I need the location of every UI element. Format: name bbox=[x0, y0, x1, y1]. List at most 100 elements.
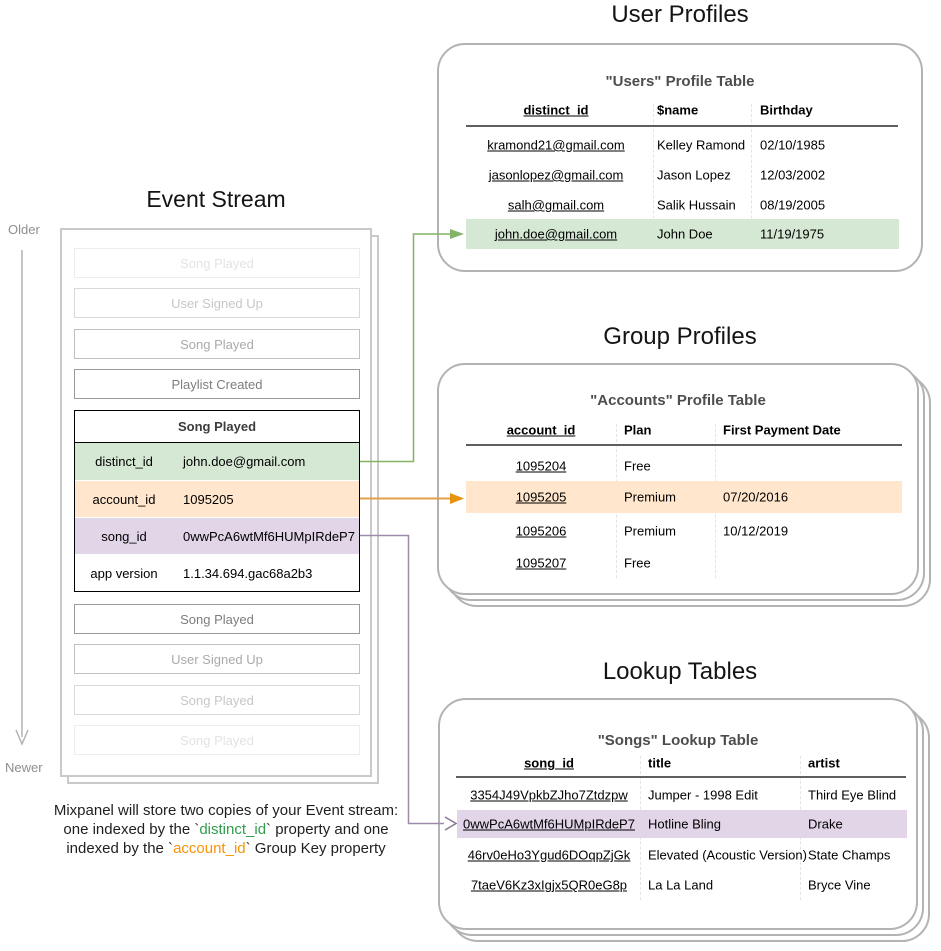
accounts-table-header: account_id Plan First Payment Date bbox=[466, 420, 902, 440]
cell-first-payment-date: 10/12/2019 bbox=[723, 523, 789, 539]
cell-distinct-id: jasonlopez@gmail.com bbox=[488, 167, 624, 183]
accounts-table-title: "Accounts" Profile Table bbox=[590, 392, 766, 409]
caption-line-2: one indexed by the `distinct_id` propert… bbox=[63, 821, 389, 838]
property-value: 1095205 bbox=[183, 491, 234, 507]
column-header: Birthday bbox=[760, 102, 813, 118]
group-profiles-card bbox=[437, 363, 919, 595]
cell-plan: Free bbox=[624, 458, 651, 474]
caption-line-3: indexed by the `account_id` Group Key pr… bbox=[66, 840, 386, 857]
songs-table-header: song_id title artist bbox=[457, 753, 907, 773]
users-table-header: distinct_id $name Birthday bbox=[466, 100, 899, 120]
table-row: 1095204 Free bbox=[466, 451, 902, 481]
cell-birthday: 02/10/1985 bbox=[760, 137, 826, 153]
cell-song-id: 3354J49VpkbZJho7Ztdzpw bbox=[470, 787, 628, 803]
cell-distinct-id: kramond21@gmail.com bbox=[487, 137, 625, 153]
property-key: app version bbox=[90, 565, 158, 581]
cell-distinct-id: john.doe@gmail.com bbox=[494, 226, 618, 242]
cell-account-id: 1095207 bbox=[515, 555, 567, 571]
cell-name: Kelley Ramond bbox=[657, 137, 746, 153]
cell-song-id: 46rv0eHo3Ygud6DOqpZjGk bbox=[467, 847, 631, 863]
cell-birthday: 12/03/2002 bbox=[760, 167, 826, 183]
table-row: 3354J49VpkbZJho7Ztdzpw Jumper - 1998 Edi… bbox=[457, 780, 907, 810]
event-stream-title: Event Stream bbox=[146, 186, 286, 212]
event-property-app-version: app version 1.1.34.694.gac68a2b3 bbox=[75, 554, 359, 591]
highlighted-row-hotline-bling: 0wwPcA6wtMf6HUMpIRdeP7 Hotline Bling Dra… bbox=[457, 810, 907, 838]
property-value: 1.1.34.694.gac68a2b3 bbox=[183, 565, 313, 581]
cell-birthday: 11/19/1975 bbox=[760, 226, 825, 242]
cell-plan: Premium bbox=[624, 523, 677, 539]
column-header: distinct_id bbox=[523, 102, 589, 118]
caption-line-1: Mixpanel will store two copies of your E… bbox=[53, 802, 399, 819]
event-box: Song Played bbox=[74, 725, 360, 755]
songs-table-title: "Songs" Lookup Table bbox=[597, 732, 759, 749]
column-header: title bbox=[648, 755, 672, 771]
cell-artist: Drake bbox=[808, 816, 843, 832]
cell-title: Hotline Bling bbox=[648, 816, 721, 832]
property-key: song_id bbox=[101, 528, 147, 544]
column-separator bbox=[653, 104, 654, 249]
column-header: account_id bbox=[506, 422, 576, 438]
event-card-title: Song Played bbox=[75, 411, 359, 443]
timeline-arrow bbox=[15, 250, 29, 746]
event-box: Song Played bbox=[74, 329, 360, 359]
column-header: First Payment Date bbox=[723, 422, 841, 438]
caption-account-id: account_id bbox=[173, 840, 246, 857]
newer-label: Newer bbox=[5, 760, 43, 775]
table-row: 1095207 Free bbox=[466, 548, 902, 578]
table-row: 46rv0eHo3Ygud6DOqpZjGk Elevated (Acousti… bbox=[457, 840, 907, 870]
users-table-title: "Users" Profile Table bbox=[605, 73, 755, 90]
property-key: distinct_id bbox=[95, 454, 153, 469]
event-box: Song Played bbox=[74, 248, 360, 278]
cell-account-id: 1095206 bbox=[515, 523, 567, 539]
header-rule bbox=[466, 444, 902, 446]
cell-name: Salik Hussain bbox=[657, 197, 736, 213]
cell-artist: State Champs bbox=[808, 847, 891, 863]
highlighted-row-1095205: 1095205 Premium 07/20/2016 bbox=[466, 481, 902, 513]
event-property-account-id: account_id 1095205 bbox=[75, 480, 359, 517]
event-box: Playlist Created bbox=[74, 369, 360, 399]
event-property-song-id: song_id 0wwPcA6wtMf6HUMpIRdeP7 bbox=[75, 517, 359, 554]
table-row: 1095206 Premium 10/12/2019 bbox=[466, 516, 902, 546]
user-profiles-title: User Profiles bbox=[611, 1, 749, 28]
cell-title: Jumper - 1998 Edit bbox=[648, 787, 758, 803]
cell-song-id: 0wwPcA6wtMf6HUMpIRdeP7 bbox=[463, 816, 635, 832]
highlighted-row-john-doe: john.doe@gmail.com John Doe 11/19/1975 bbox=[466, 219, 899, 249]
cell-name: John Doe bbox=[657, 226, 713, 242]
cell-account-id: 1095204 bbox=[515, 458, 567, 474]
caption-distinct-id: distinct_id bbox=[199, 821, 267, 838]
cell-birthday: 08/19/2005 bbox=[760, 197, 826, 213]
song-played-event-card: Song Played distinct_id john.doe@gmail.c… bbox=[74, 410, 360, 592]
diagram-caption: Mixpanel will store two copies of your E… bbox=[20, 801, 432, 858]
header-rule bbox=[456, 776, 906, 778]
cell-song-id: 7taeV6Kz3xIgjx5QR0eG8p bbox=[470, 877, 628, 893]
event-box: Song Played bbox=[74, 685, 360, 715]
event-box: User Signed Up bbox=[74, 644, 360, 674]
cell-artist: Bryce Vine bbox=[808, 877, 871, 893]
property-value: 0wwPcA6wtMf6HUMpIRdeP7 bbox=[183, 528, 355, 544]
column-header: $name bbox=[657, 102, 699, 118]
cell-plan: Free bbox=[624, 555, 651, 571]
event-box: Song Played bbox=[74, 604, 360, 634]
header-rule bbox=[466, 125, 898, 127]
column-header: song_id bbox=[524, 755, 574, 771]
cell-plan: Premium bbox=[624, 489, 677, 505]
cell-title: Elevated (Acoustic Version) bbox=[648, 847, 807, 863]
cell-account-id: 1095205 bbox=[515, 489, 567, 505]
lookup-tables-title: Lookup Tables bbox=[602, 658, 758, 685]
table-row: 7taeV6Kz3xIgjx5QR0eG8p La La Land Bryce … bbox=[457, 870, 907, 900]
property-value: john.doe@gmail.com bbox=[183, 454, 306, 469]
cell-artist: Third Eye Blind bbox=[808, 787, 897, 803]
column-header: artist bbox=[808, 755, 840, 771]
event-property-distinct-id: distinct_id john.doe@gmail.com bbox=[75, 443, 359, 480]
cell-first-payment-date: 07/20/2016 bbox=[723, 489, 789, 505]
property-key: account_id bbox=[92, 491, 156, 507]
column-separator bbox=[751, 104, 752, 249]
older-label: Older bbox=[8, 222, 40, 237]
cell-distinct-id: salh@gmail.com bbox=[507, 197, 605, 213]
table-row: kramond21@gmail.com Kelley Ramond 02/10/… bbox=[466, 130, 899, 160]
group-profiles-title: Group Profiles bbox=[603, 323, 757, 350]
column-header: Plan bbox=[624, 422, 652, 438]
cell-title: La La Land bbox=[648, 877, 714, 893]
event-box: User Signed Up bbox=[74, 288, 360, 318]
